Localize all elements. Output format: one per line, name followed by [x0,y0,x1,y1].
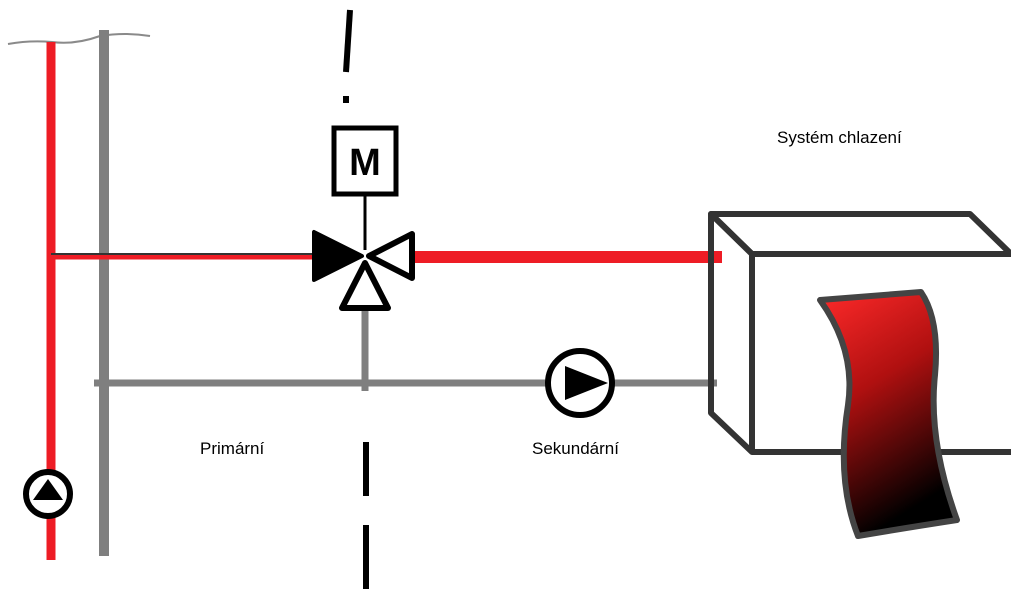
primary-circuit-label: Primární [200,439,265,458]
motor-actuator-icon: M [331,125,399,197]
motor-letter: M [349,142,381,184]
secondary-circuit-label: Sekundární [532,439,619,458]
boundary-line-upper [343,9,353,73]
boundary-line-dot [343,96,349,103]
three-way-valve-icon [312,230,415,311]
primary-pump-icon [23,469,73,519]
cooling-system-label: Systém chlazení [777,128,902,147]
pipe-cut-line [7,33,151,45]
secondary-pump-icon [545,348,615,418]
cooling-coil-icon [817,289,960,539]
